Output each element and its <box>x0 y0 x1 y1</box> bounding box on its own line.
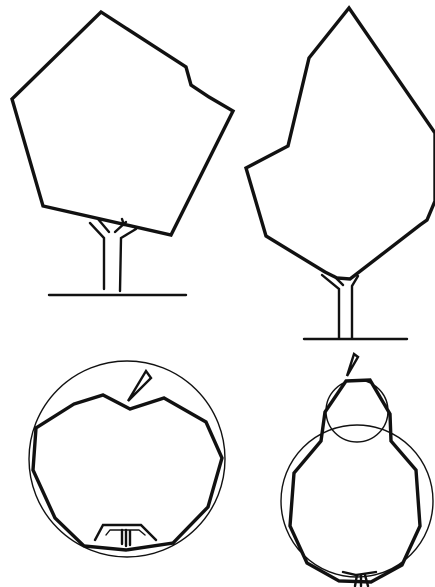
tree-left-crown <box>12 12 233 235</box>
tree-left-trunk-left <box>90 223 104 289</box>
apple-outline <box>33 395 222 550</box>
pear-in-circles <box>281 354 433 586</box>
apple-in-circle <box>29 361 225 557</box>
pear-outline <box>290 380 420 582</box>
tree-right-trunk-left <box>322 275 339 338</box>
pear-stem <box>347 354 358 376</box>
tree-left-trunk-right <box>120 229 136 291</box>
polygon-tree-right <box>246 8 435 339</box>
tree-right-crown <box>246 8 435 279</box>
polygon-tree-left <box>12 12 233 295</box>
pear-top-circle <box>326 380 388 442</box>
apple-outer-circle <box>29 361 225 557</box>
tree-right-trunk-right <box>352 276 358 338</box>
apple-stem <box>128 371 151 401</box>
pear-base-line <box>343 572 376 575</box>
